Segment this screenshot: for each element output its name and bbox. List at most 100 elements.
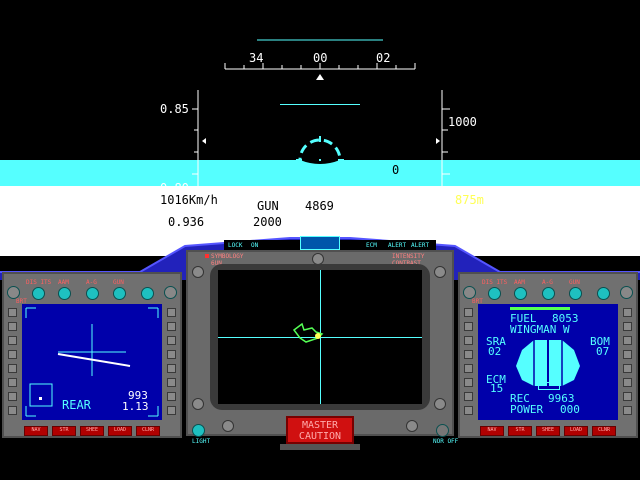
pitch-top: 0.85 [160, 102, 189, 116]
right-mfd-side-button[interactable] [623, 308, 632, 317]
right-mfd-label-ag: A-G [542, 279, 553, 286]
fuel-bar [510, 307, 570, 310]
left-mfd-extra-knob[interactable] [141, 287, 154, 300]
right-mfd-side-button[interactable] [464, 364, 473, 373]
sra-value: 02 [488, 345, 502, 358]
screw-icon [434, 266, 446, 278]
left-mfd-side-button[interactable] [167, 322, 176, 331]
right-mfd-shee-button[interactable]: SHEE [536, 426, 560, 436]
left-mfd-label-ag: A-G [86, 279, 97, 286]
heading-label-02: 02 [376, 51, 391, 65]
rec-label: REC [510, 392, 530, 405]
right-mfd-side-button[interactable] [623, 392, 632, 401]
left-mfd-side-button[interactable] [8, 406, 17, 415]
right-mfd-side-button[interactable] [464, 392, 473, 401]
left-mfd-side-button[interactable] [8, 350, 17, 359]
right-mfd-side-button[interactable] [464, 322, 473, 331]
symbology-indicator [205, 254, 209, 258]
screw-icon [192, 398, 204, 410]
right-mfd-extra-knob[interactable] [597, 287, 610, 300]
right-mfd-disits-knob[interactable] [488, 287, 501, 300]
right-mfd-gun-knob[interactable] [569, 287, 582, 300]
left-mfd-side-button[interactable] [8, 322, 17, 331]
right-mfd-str-button[interactable]: STR [508, 426, 532, 436]
fuel-value: 8053 [552, 312, 579, 325]
right-mfd-side-button[interactable] [623, 378, 632, 387]
left-mfd-label-gun: GUN [113, 279, 124, 286]
right-mfd-brt-knob[interactable] [463, 286, 476, 299]
master-caution-base [280, 444, 360, 450]
left-mfd-brt-label: BRT [16, 298, 27, 305]
right-mfd-side-button[interactable] [464, 350, 473, 359]
left-mfd-clnr-button[interactable]: CLNR [136, 426, 160, 436]
right-mfd-side-button[interactable] [623, 322, 632, 331]
left-mfd-contrast-knob[interactable] [164, 286, 177, 299]
master-caution-button[interactable]: MASTER CAUTION [286, 416, 354, 444]
left-mfd-shee-button[interactable]: SHEE [80, 426, 104, 436]
left-mfd-side-button[interactable] [167, 336, 176, 345]
left-mfd-load-button[interactable]: LOAD [108, 426, 132, 436]
master-caution-line1: MASTER [301, 420, 339, 431]
left-mfd-side-button[interactable] [8, 378, 17, 387]
right-mfd-label-aam: AAM [514, 279, 525, 286]
right-mfd-side-button[interactable] [464, 308, 473, 317]
left-mfd-aam-knob[interactable] [58, 287, 71, 300]
screw-icon [434, 398, 446, 410]
heading-label-34: 34 [249, 51, 264, 65]
gun-reticle [296, 136, 344, 182]
right-mfd-aam-knob[interactable] [514, 287, 527, 300]
left-mfd-side-button[interactable] [167, 308, 176, 317]
left-mfd-label-disits: DIS ITS [26, 279, 52, 286]
left-mfd-side-button[interactable] [167, 378, 176, 387]
screw-icon [192, 266, 204, 278]
left-mfd-value2: 1.13 [122, 400, 149, 413]
right-mfd-side-button[interactable] [464, 378, 473, 387]
ecm-label: ECM [486, 373, 506, 386]
left-mfd-side-button[interactable] [167, 392, 176, 401]
gun-mode-label: 6UN [211, 260, 222, 267]
right-mfd-screen: FUEL 8053 WINGMAN W SRA 02 BOM 07 ECM 15… [478, 304, 618, 420]
left-mfd-side-button[interactable] [8, 364, 17, 373]
left-mfd-side-button[interactable] [167, 350, 176, 359]
right-mfd-contrast-knob[interactable] [620, 286, 633, 299]
sra-label: SRA [486, 335, 506, 348]
right-mfd-side-button[interactable] [623, 364, 632, 373]
left-mfd-side-button[interactable] [167, 364, 176, 373]
left-mfd-ag-knob[interactable] [86, 287, 99, 300]
left-mfd-str-button[interactable]: STR [52, 426, 76, 436]
bom-value: 07 [596, 345, 610, 358]
left-mfd-side-button[interactable] [8, 336, 17, 345]
left-mfd-brt-knob[interactable] [7, 286, 20, 299]
right-mfd-side-button[interactable] [464, 336, 473, 345]
left-mfd-gun-knob[interactable] [113, 287, 126, 300]
left-mfd-view-label: REAR [62, 398, 91, 412]
left-mfd-side-button[interactable] [8, 392, 17, 401]
radar-screen[interactable] [218, 270, 422, 404]
right-mfd-side-button[interactable] [623, 406, 632, 415]
left-mfd-side-button[interactable] [8, 308, 17, 317]
alert-label-2: ALERT [411, 242, 430, 249]
lock-label: LOCK [228, 242, 243, 249]
aircraft-silhouette-icon [516, 340, 580, 386]
ecm-label: ECM [366, 242, 377, 249]
ecm-slot [538, 382, 560, 390]
power-value: 000 [560, 403, 580, 416]
right-mfd-nav-button[interactable]: NAV [480, 426, 504, 436]
intensity-label: INTENSITY [392, 253, 425, 260]
right-mfd-side-button[interactable] [464, 406, 473, 415]
altitude-scale [436, 90, 450, 188]
left-mfd-value1: 993 [128, 389, 148, 402]
nor-off-knob[interactable] [436, 424, 449, 437]
right-mfd-load-button[interactable]: LOAD [564, 426, 588, 436]
heading-label-00: 00 [313, 51, 328, 65]
right-mfd-ag-knob[interactable] [542, 287, 555, 300]
left-mfd-disits-knob[interactable] [32, 287, 45, 300]
right-mfd-clnr-button[interactable]: CLNR [592, 426, 616, 436]
right-mfd-side-button[interactable] [623, 350, 632, 359]
right-mfd-side-button[interactable] [623, 336, 632, 345]
speed-readout: 1016Km/h [160, 193, 218, 207]
left-mfd-side-button[interactable] [167, 406, 176, 415]
left-mfd-nav-button[interactable]: NAV [24, 426, 48, 436]
light-knob[interactable] [192, 424, 205, 437]
rec-value: 9963 [548, 392, 575, 405]
